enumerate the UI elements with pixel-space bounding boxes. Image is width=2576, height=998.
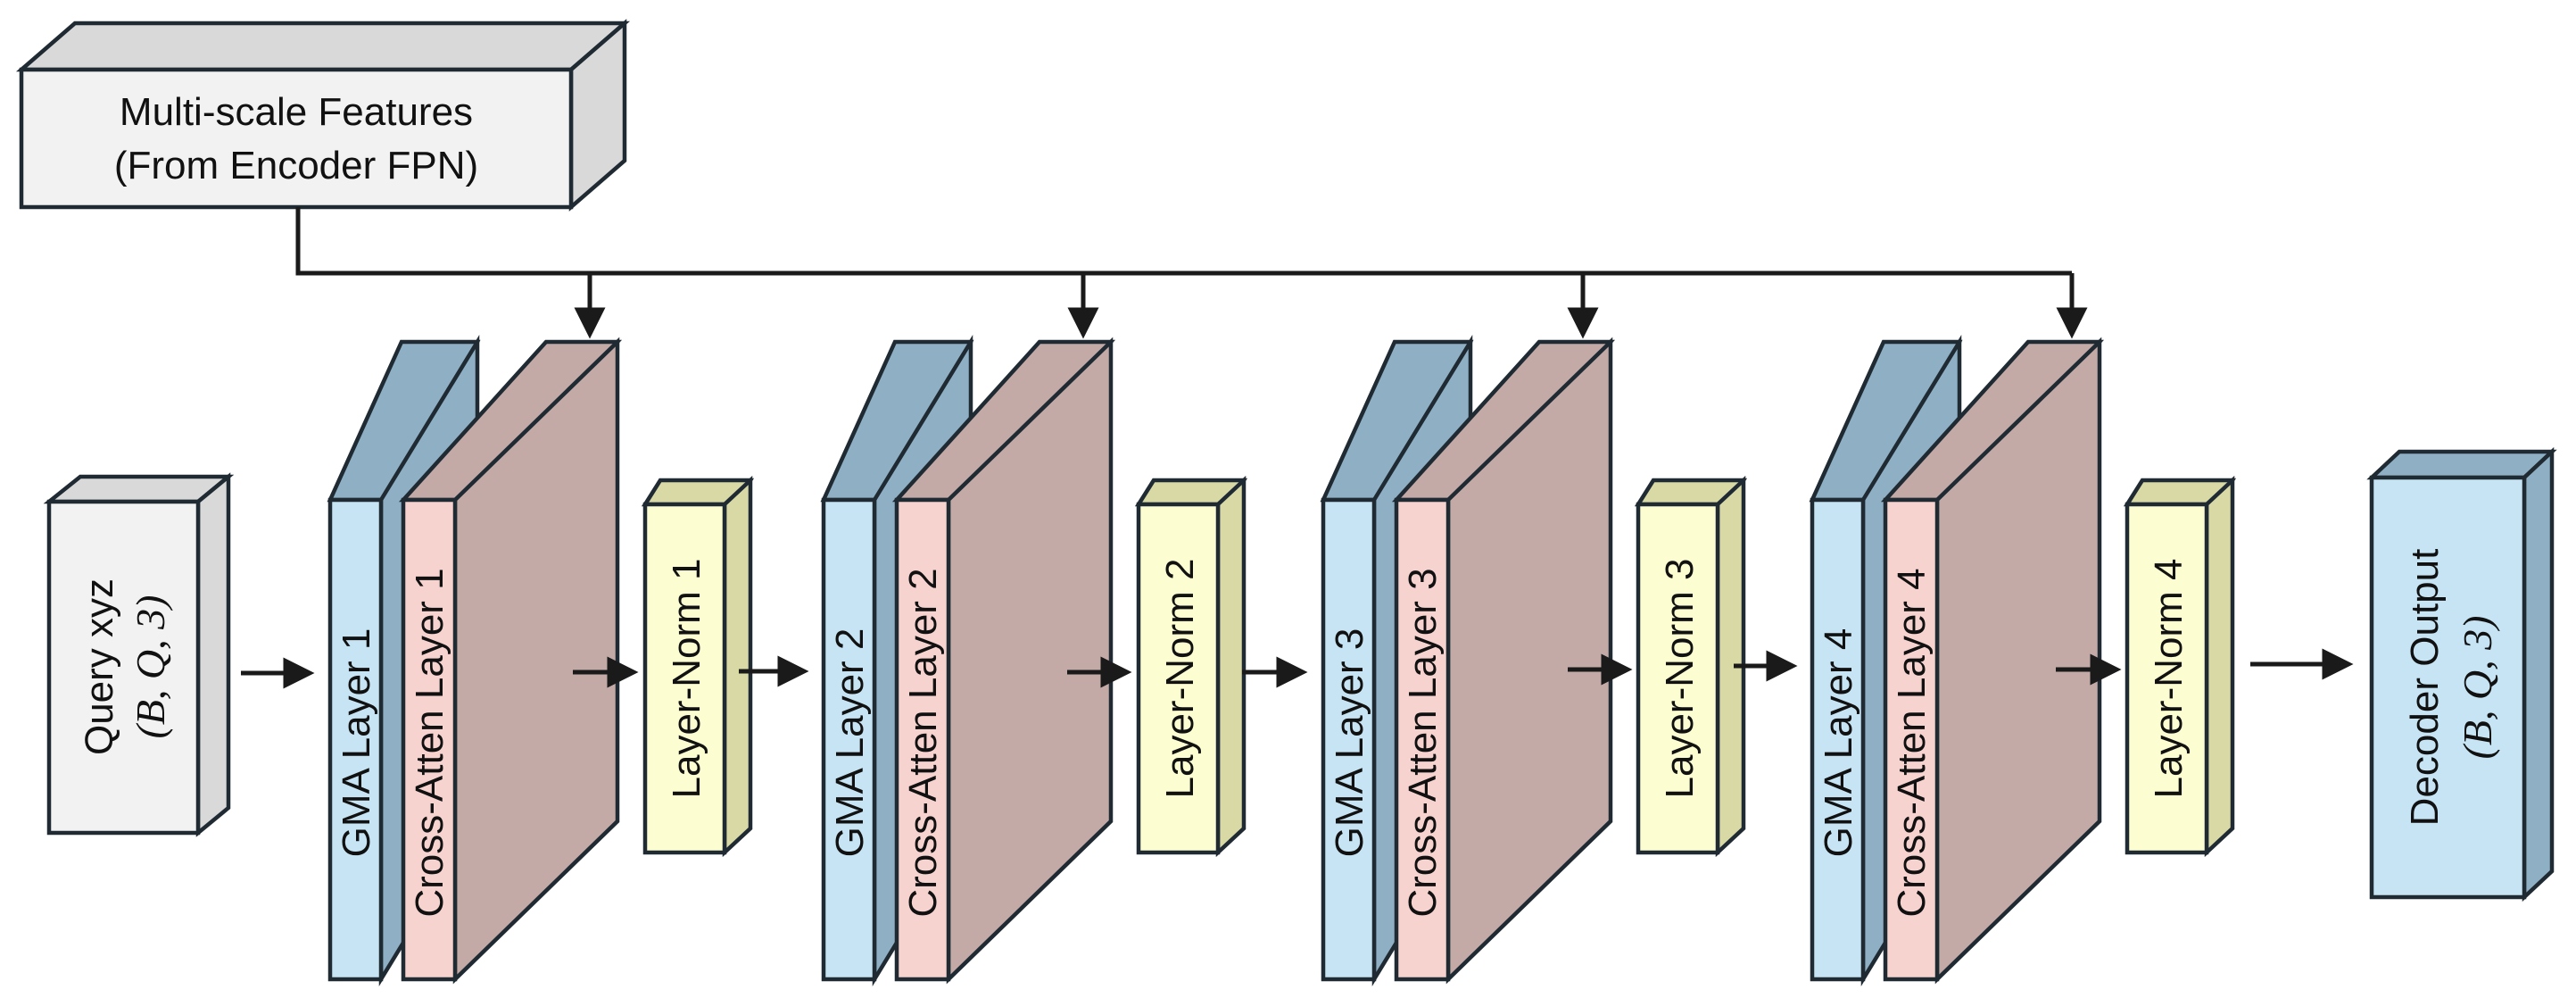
layer-norm-label: Layer-Norm 2: [1158, 559, 1202, 799]
gma-layer-label: GMA Layer 3: [1328, 628, 1371, 858]
stage-3: GMA Layer 3 Cross-Atten Layer 3 Layer-No…: [1320, 334, 1748, 987]
gma-layer-label: GMA Layer 1: [335, 628, 378, 858]
decoder-output-title: Decoder Output: [2403, 549, 2447, 827]
cross-atten-label: Cross-Atten Layer 3: [1401, 568, 1445, 917]
layer-norm-label: Layer-Norm 3: [1658, 559, 1702, 799]
gma-layer-label: GMA Layer 2: [828, 628, 872, 858]
decoder-output-block: Decoder Output (B, Q, 3): [2366, 446, 2557, 902]
layer-norm-label: Layer-Norm 1: [665, 559, 708, 799]
query-shape: (B, Q, 3): [128, 595, 173, 739]
encoder-features-title: Multi-scale Features: [120, 90, 473, 134]
cross-atten-label: Cross-Atten Layer 2: [901, 568, 945, 917]
stage-4: GMA Layer 4 Cross-Atten Layer 4 Layer-No…: [1809, 334, 2237, 987]
encoder-features-subtitle: (From Encoder FPN): [114, 144, 478, 187]
cross-atten-label: Cross-Atten Layer 1: [408, 568, 451, 917]
decoder-output-shape: (B, Q, 3): [2455, 616, 2500, 760]
stage-2: GMA Layer 2 Cross-Atten Layer 2 Layer-No…: [820, 334, 1248, 987]
flow-arrows: [241, 648, 2354, 689]
stage-1: GMA Layer 1 Cross-Atten Layer 1 Layer-No…: [327, 334, 755, 987]
encoder-features-block: Multi-scale Features (From Encoder FPN): [15, 19, 631, 212]
query-title: Query xyz: [78, 578, 121, 755]
cross-atten-label: Cross-Atten Layer 4: [1890, 568, 1934, 917]
gma-layer-label: GMA Layer 4: [1817, 628, 1860, 858]
feature-bus: [295, 207, 2088, 339]
layer-norm-label: Layer-Norm 4: [2147, 559, 2191, 799]
query-block: Query xyz (B, Q, 3): [43, 472, 235, 837]
